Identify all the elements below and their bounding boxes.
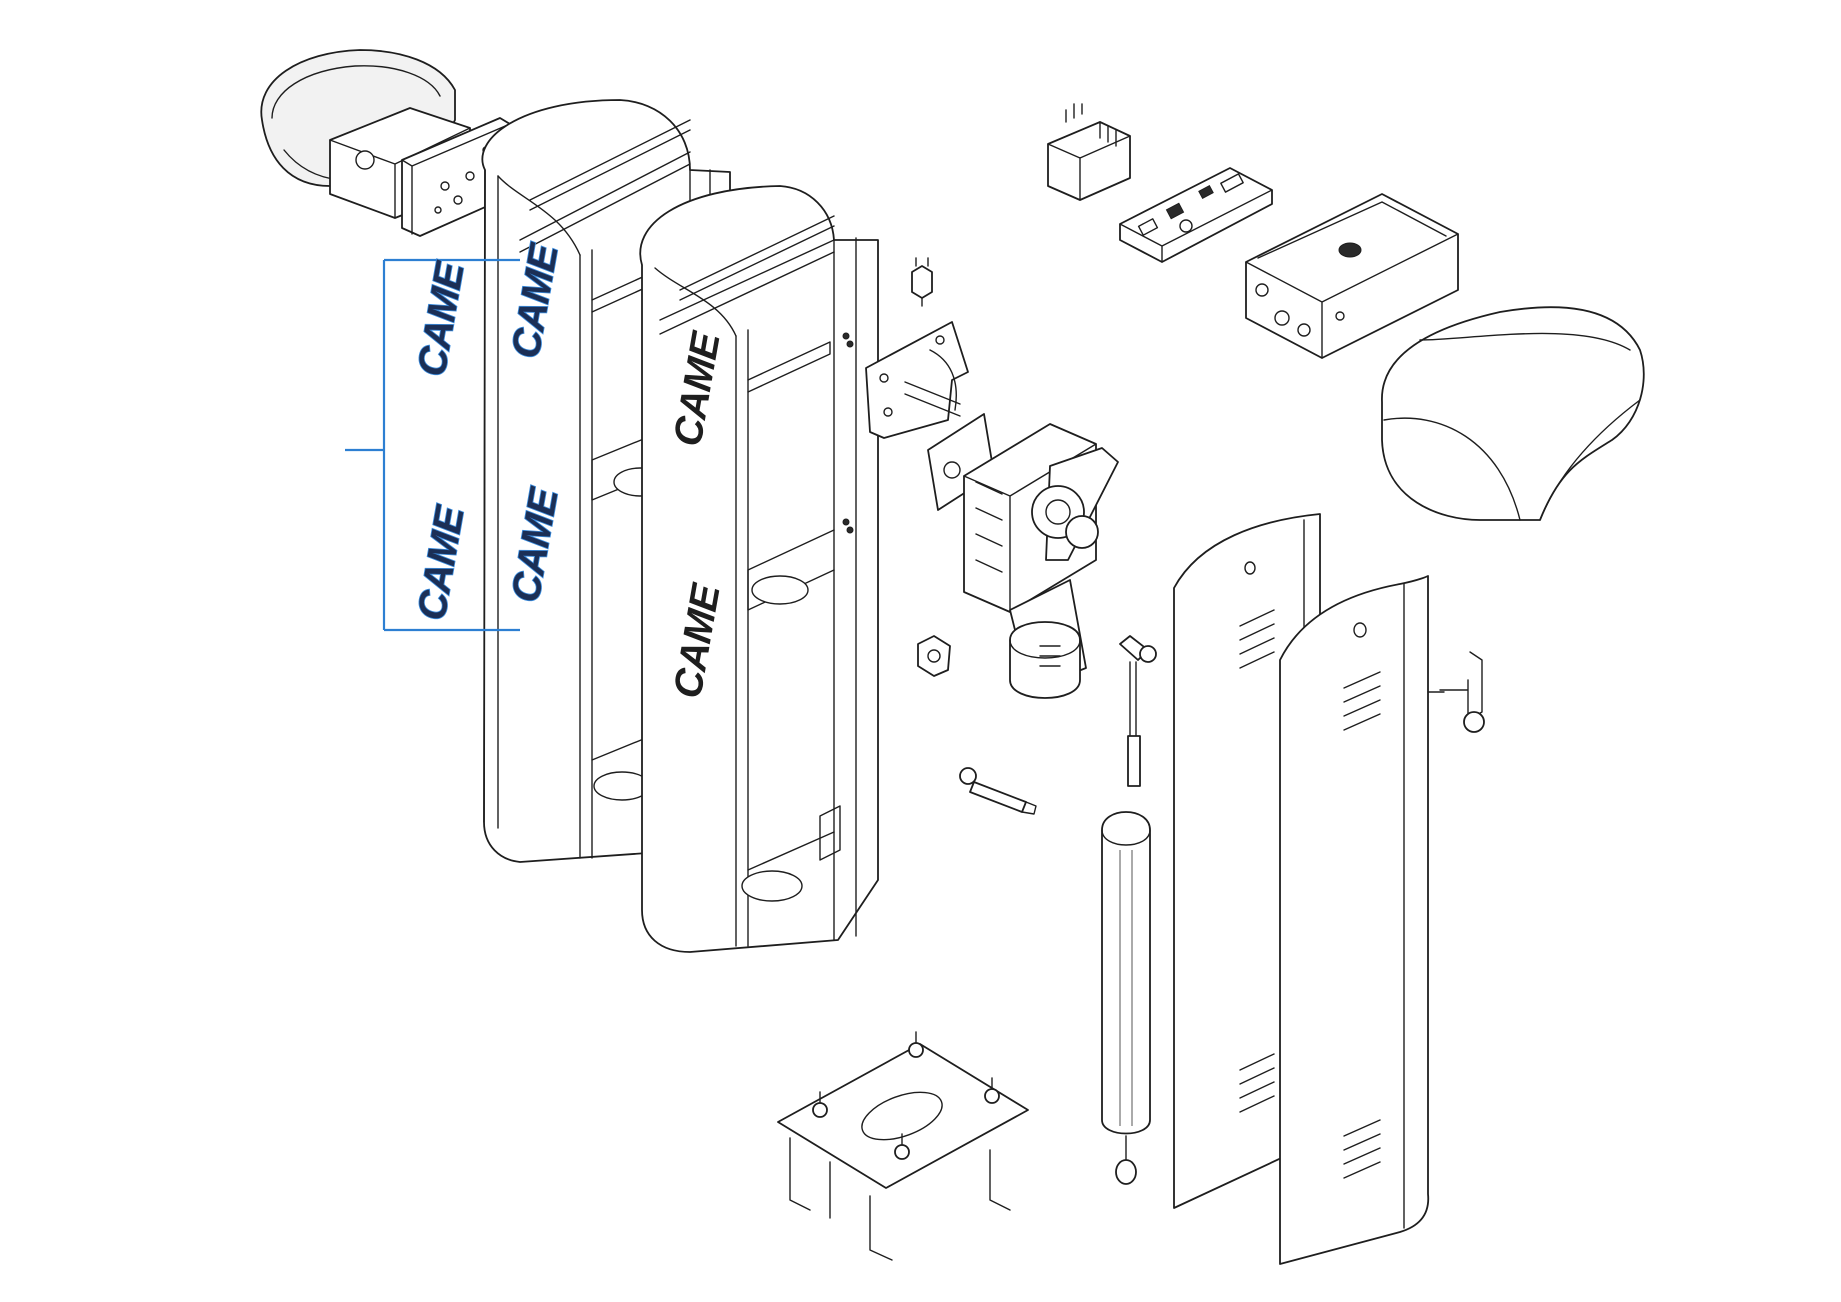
transformer bbox=[1047, 103, 1131, 201]
side-door-panel-front bbox=[1279, 575, 1430, 1265]
release-pin bbox=[959, 767, 1037, 815]
sticker-logo-1: CAME bbox=[410, 258, 473, 380]
gearmotor bbox=[927, 413, 1119, 699]
foundation-plate bbox=[777, 1031, 1029, 1261]
sticker-set-bracket bbox=[345, 258, 520, 632]
sticker-logo-3: CAME bbox=[410, 502, 473, 624]
balancing-spring bbox=[1101, 811, 1151, 1185]
cable-clamp bbox=[917, 635, 951, 677]
front-cabinet-shell: CAME CAME bbox=[639, 185, 879, 953]
mounting-bracket-plate bbox=[865, 321, 969, 439]
sticker-logo-2: CAME bbox=[504, 240, 567, 362]
top-cover bbox=[1381, 306, 1645, 521]
lamp-holder-assembly bbox=[260, 49, 511, 237]
control-board bbox=[1119, 167, 1273, 263]
spring-tie-rod bbox=[1119, 635, 1157, 787]
control-box bbox=[1245, 193, 1459, 359]
limit-switch bbox=[911, 257, 933, 307]
door-lock-latch bbox=[1427, 651, 1485, 733]
